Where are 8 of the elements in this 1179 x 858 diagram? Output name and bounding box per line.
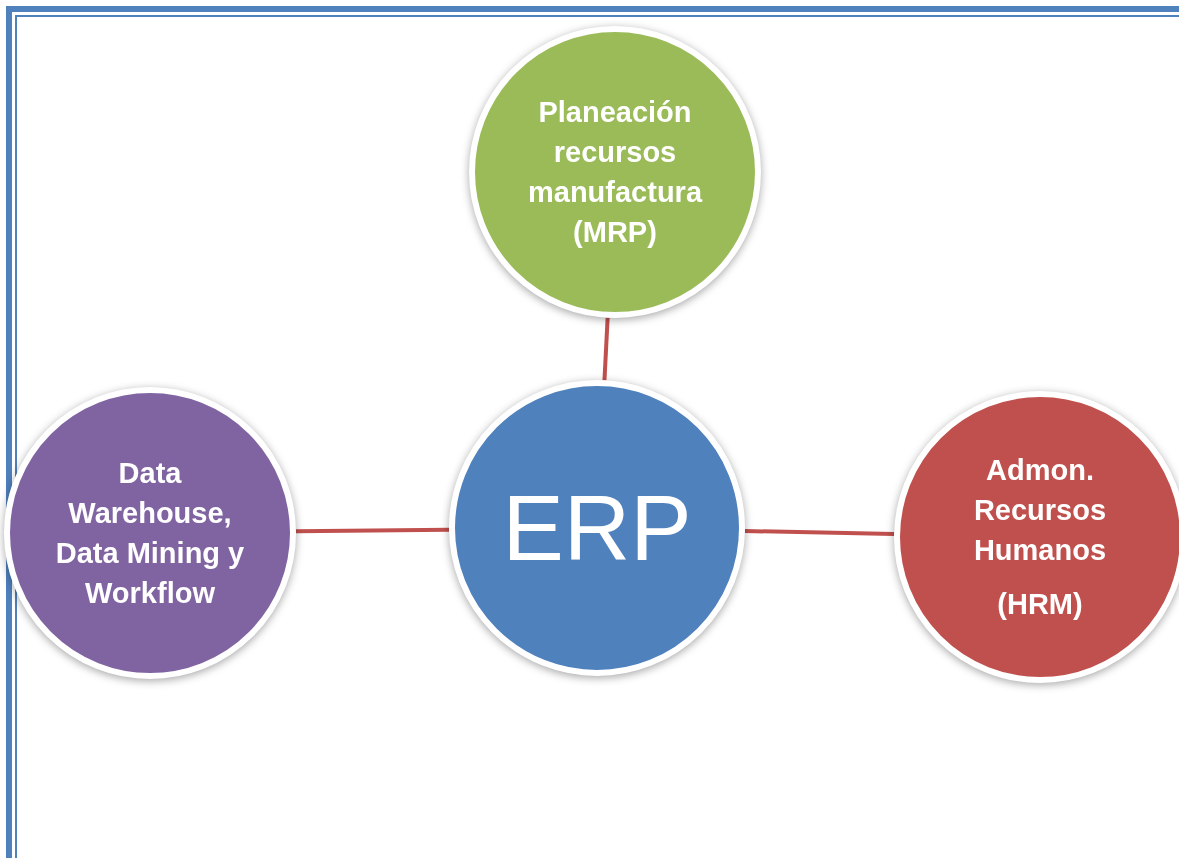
connector-line bbox=[295, 527, 450, 534]
node-label: ERP bbox=[502, 482, 692, 574]
node-label: Data Warehouse, Data Mining y Workflow bbox=[54, 455, 246, 611]
connector-line bbox=[602, 317, 610, 381]
node-label: Planeación recursos manufactura (MRP) bbox=[526, 94, 704, 250]
node-label: Admon. Recursos Humanos bbox=[972, 452, 1108, 568]
connector-line bbox=[744, 529, 895, 537]
node-label: (HRM) bbox=[997, 587, 1083, 622]
